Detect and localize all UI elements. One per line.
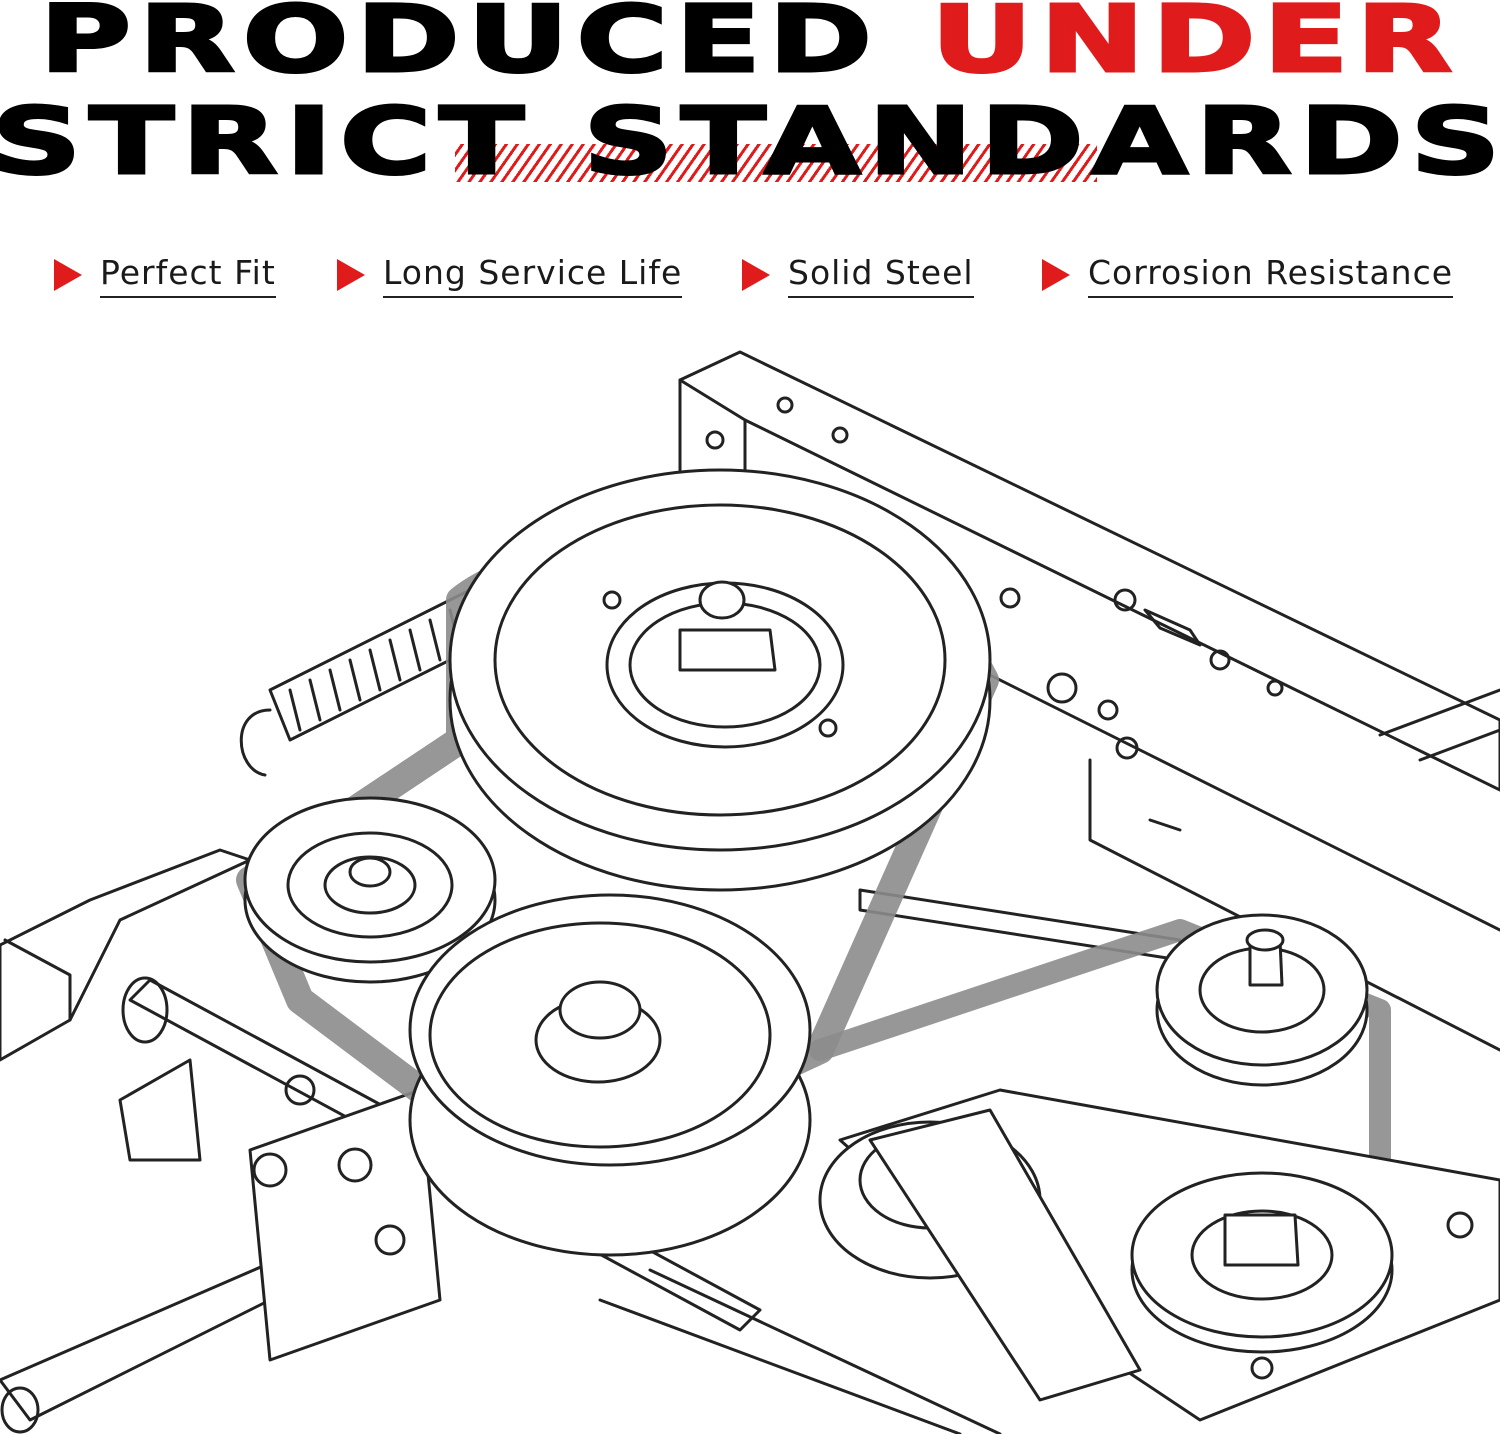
triangle-right-icon bbox=[337, 259, 365, 291]
triangle-right-icon bbox=[1042, 259, 1070, 291]
feature-corrosion-resistance: Corrosion Resistance bbox=[1042, 250, 1454, 300]
headline: PRODUCED UNDER STRICT STANDARDS bbox=[0, 0, 1500, 200]
triangle-right-icon bbox=[742, 259, 770, 291]
feature-perfect-fit: Perfect Fit bbox=[54, 250, 276, 300]
bottom-right-idler bbox=[818, 1088, 1500, 1422]
triangle-right-icon bbox=[54, 259, 82, 291]
red-hatch-stripe bbox=[455, 144, 1097, 182]
pulley-belt-drive-illustration bbox=[0, 340, 1500, 1434]
feature-list: Perfect Fit Long Service Life Solid Stee… bbox=[0, 250, 1500, 310]
headline-line-2: STRICT STANDARDS bbox=[0, 88, 1500, 195]
feature-label: Corrosion Resistance bbox=[1088, 253, 1454, 298]
large-pulley bbox=[448, 468, 992, 892]
middle-pulley bbox=[408, 893, 812, 1257]
headline-under: UNDER bbox=[929, 0, 1461, 93]
headline-line-1: PRODUCED UNDER bbox=[0, 0, 1500, 87]
feature-solid-steel: Solid Steel bbox=[742, 250, 974, 300]
gearbox bbox=[118, 1058, 442, 1362]
headline-produced: PRODUCED bbox=[38, 0, 880, 93]
right-idler-pulley bbox=[1155, 913, 1369, 1087]
feature-long-service-life: Long Service Life bbox=[337, 250, 683, 300]
left-idler-pulley bbox=[243, 796, 497, 984]
feature-label: Perfect Fit bbox=[100, 253, 276, 298]
feature-label: Solid Steel bbox=[788, 253, 974, 298]
feature-label: Long Service Life bbox=[383, 253, 683, 298]
